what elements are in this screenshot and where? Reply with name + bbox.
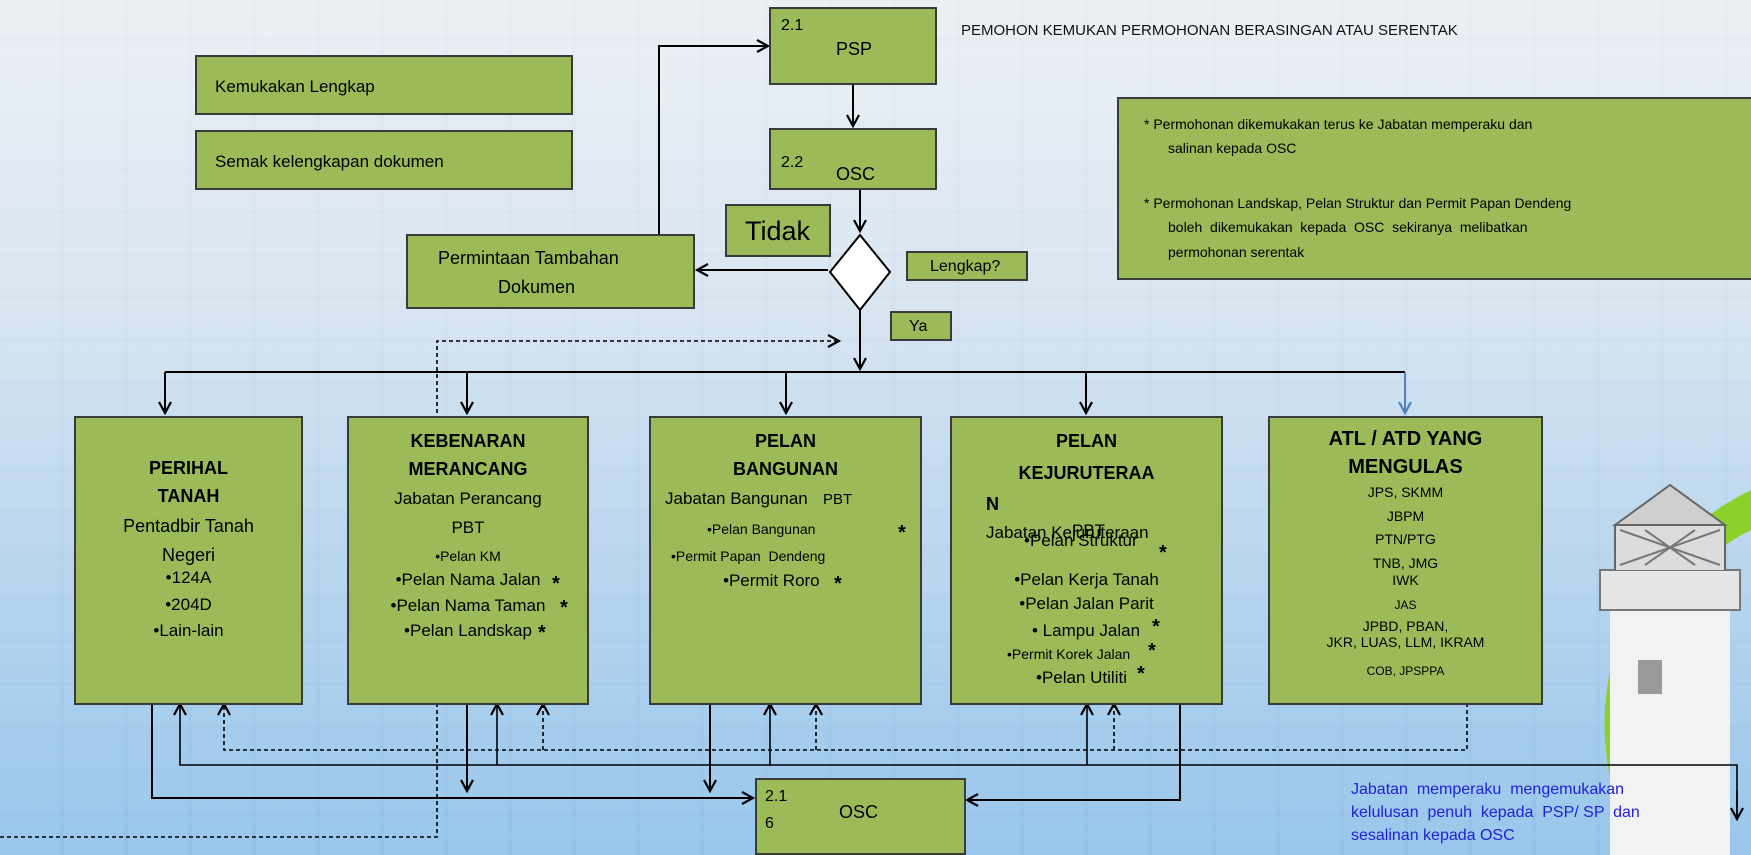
atl-item-jpbd: JPBD, PBAN, xyxy=(1362,618,1449,634)
atl-item-ptn: PTN/PTG xyxy=(1375,531,1436,547)
bangunan-sub1: Jabatan Bangunan xyxy=(665,489,808,508)
atl-item-tnb: TNB, JMG xyxy=(1372,555,1439,571)
info-line1: * Permohonan dikemukakan terus ke Jabata… xyxy=(1144,116,1533,132)
kebenaran-item-km: •Pelan KM xyxy=(435,548,501,564)
bangunan-title1: PELAN xyxy=(754,431,816,451)
kemukakan-lengkap-label: Kemukakan Lengkap xyxy=(215,77,375,96)
atl-title1: ATL / ATD YANG xyxy=(1328,428,1483,450)
kejuruteraan-item-korek: •Permit Korek Jalan xyxy=(1007,646,1131,662)
kebenaran-merancang-box: KEBENARAN MERANCANG Jabatan Perancang PB… xyxy=(347,416,589,705)
asterisk-mark: * xyxy=(834,573,842,595)
ya-label-box: Ya xyxy=(890,311,952,341)
perihal-sub2: Negeri xyxy=(161,545,216,565)
osc-final-box: 2.1 6 OSC xyxy=(755,778,966,855)
pelan-bangunan-box: PELAN BANGUNAN Jabatan Bangunan PBT •Pel… xyxy=(649,416,922,705)
kebenaran-item-nama-taman: •Pelan Nama Taman xyxy=(390,596,546,615)
atl-item-jbpm: JBPM xyxy=(1386,508,1425,524)
tidak-label: Tidak xyxy=(745,216,811,246)
perihal-sub1: Pentadbir Tanah xyxy=(123,516,254,536)
info-line3: * Permohonan Landskap, Pelan Struktur da… xyxy=(1144,195,1572,211)
psp-label: PSP xyxy=(836,39,873,59)
note-line3: sesalinan kepada OSC xyxy=(1351,827,1515,844)
semak-dokumen-box: Semak kelengkapan dokumen xyxy=(195,130,573,190)
kebenaran-title2: MERANCANG xyxy=(408,459,528,479)
bangunan-sub1b: PBT xyxy=(823,491,853,508)
info-line5: permohonan serentak xyxy=(1168,244,1305,260)
psp-step-number: 2.1 xyxy=(781,17,804,34)
perihal-item-124a: •124A xyxy=(165,568,212,587)
kejuruteraan-sub1: Jabatan Kejuruteraan xyxy=(986,523,1149,542)
osc-final-label: OSC xyxy=(839,802,879,822)
kejuruteraan-item-jalan-parit: •Pelan Jalan Parit xyxy=(1019,594,1154,613)
asterisk-mark: * xyxy=(1137,663,1145,685)
kejuruteraan-item-lampu: • Lampu Jalan xyxy=(1032,621,1141,640)
kejuruteraan-title3: N xyxy=(986,494,999,514)
perihal-item-204d: •204D xyxy=(165,595,212,614)
kebenaran-item-nama-jalan: •Pelan Nama Jalan xyxy=(395,570,541,589)
perihal-tanah-box: PERIHAL TANAH Pentadbir Tanah Negeri •12… xyxy=(74,416,303,705)
kebenaran-item-landskap: •Pelan Landskap xyxy=(404,621,532,640)
lengkap-question-label: Lengkap? xyxy=(930,258,1001,275)
permintaan-line1: Permintaan Tambahan xyxy=(438,248,619,268)
atl-item-jkr: JKR, LUAS, LLM, IKRAM xyxy=(1326,634,1485,650)
kebenaran-title1: KEBENARAN xyxy=(410,431,526,451)
lighthouse-graphic xyxy=(1599,483,1751,855)
note-line2: kelulusan penuh kepada PSP/ SP dan xyxy=(1351,804,1640,821)
bangunan-title2: BANGUNAN xyxy=(733,459,838,479)
page-title: PEMOHON KEMUKAN PERMOHONAN BERASINGAN AT… xyxy=(961,22,1458,39)
kejuruteraan-title1: PELAN xyxy=(1055,431,1117,451)
ya-label: Ya xyxy=(909,318,928,335)
perihal-title2: TANAH xyxy=(157,486,220,506)
asterisk-mark: * xyxy=(1152,616,1160,638)
lengkap-question-box: Lengkap? xyxy=(906,251,1028,281)
kejuruteraan-title2: KEJURUTERAA xyxy=(1018,463,1155,483)
atl-item-cob: COB, JPSPPA xyxy=(1366,664,1445,678)
kejuruteraan-sub1b: PBT xyxy=(1072,521,1106,540)
asterisk-mark: * xyxy=(538,622,546,644)
perihal-item-lain: •Lain-lain xyxy=(153,621,224,640)
kebenaran-sub1: Jabatan Perancang xyxy=(394,489,542,508)
tidak-label-box: Tidak xyxy=(725,204,831,257)
kejuruteraan-item-struktur: •Pelan Struktur xyxy=(1024,531,1138,550)
asterisk-mark: * xyxy=(560,597,568,619)
permintaan-line2: Dokumen xyxy=(498,277,576,297)
perihal-title1: PERIHAL xyxy=(148,458,228,478)
osc-label: OSC xyxy=(836,164,876,184)
atl-item-jas: JAS xyxy=(1394,598,1417,612)
pelan-kejuruteraan-box: PELAN KEJURUTERAA N Jabatan Kejuruteraan… xyxy=(950,416,1223,705)
asterisk-mark: * xyxy=(1148,640,1156,662)
note-line1: Jabatan memperaku mengemukakan xyxy=(1351,781,1625,798)
info-line2: salinan kepada OSC xyxy=(1168,140,1297,156)
info-note-box: * Permohonan dikemukakan terus ke Jabata… xyxy=(1117,97,1751,280)
psp-box: 2.1 PSP xyxy=(769,7,937,85)
kejuruteraan-item-utiliti: •Pelan Utiliti xyxy=(1036,668,1127,687)
atl-item-iwk: IWK xyxy=(1392,572,1419,588)
asterisk-mark: * xyxy=(898,522,906,544)
kebenaran-sub2: PBT xyxy=(451,518,485,537)
asterisk-mark: * xyxy=(552,573,560,595)
atl-atd-box: ATL / ATD YANG MENGULAS JPS, SKMM JBPM P… xyxy=(1268,416,1543,705)
decision-diamond xyxy=(828,233,892,312)
info-line4: boleh dikemukakan kepada OSC sekiranya m… xyxy=(1168,219,1528,235)
atl-item-jps: JPS, SKMM xyxy=(1367,484,1444,500)
permintaan-tambahan-box: Permintaan Tambahan Dokumen xyxy=(406,234,695,309)
asterisk-mark: * xyxy=(1159,542,1167,564)
osc-final-num2: 6 xyxy=(765,815,774,832)
osc-check-box: 2.2 OSC xyxy=(769,128,937,190)
approval-note: Jabatan memperaku mengemukakan kelulusan… xyxy=(1351,778,1685,847)
bangunan-item-papan: •Permit Papan Dendeng xyxy=(671,548,826,564)
atl-title2: MENGULAS xyxy=(1348,456,1463,478)
kejuruteraan-item-kerja-tanah: •Pelan Kerja Tanah xyxy=(1014,570,1159,589)
osc-final-num1: 2.1 xyxy=(765,788,788,805)
semak-dokumen-label: Semak kelengkapan dokumen xyxy=(215,152,444,171)
kemukakan-lengkap-box: Kemukakan Lengkap xyxy=(195,55,573,115)
bangunan-item-pelan: •Pelan Bangunan xyxy=(707,521,816,537)
bangunan-item-roro: •Permit Roro xyxy=(723,571,820,590)
osc-step-number: 2.2 xyxy=(781,154,804,171)
